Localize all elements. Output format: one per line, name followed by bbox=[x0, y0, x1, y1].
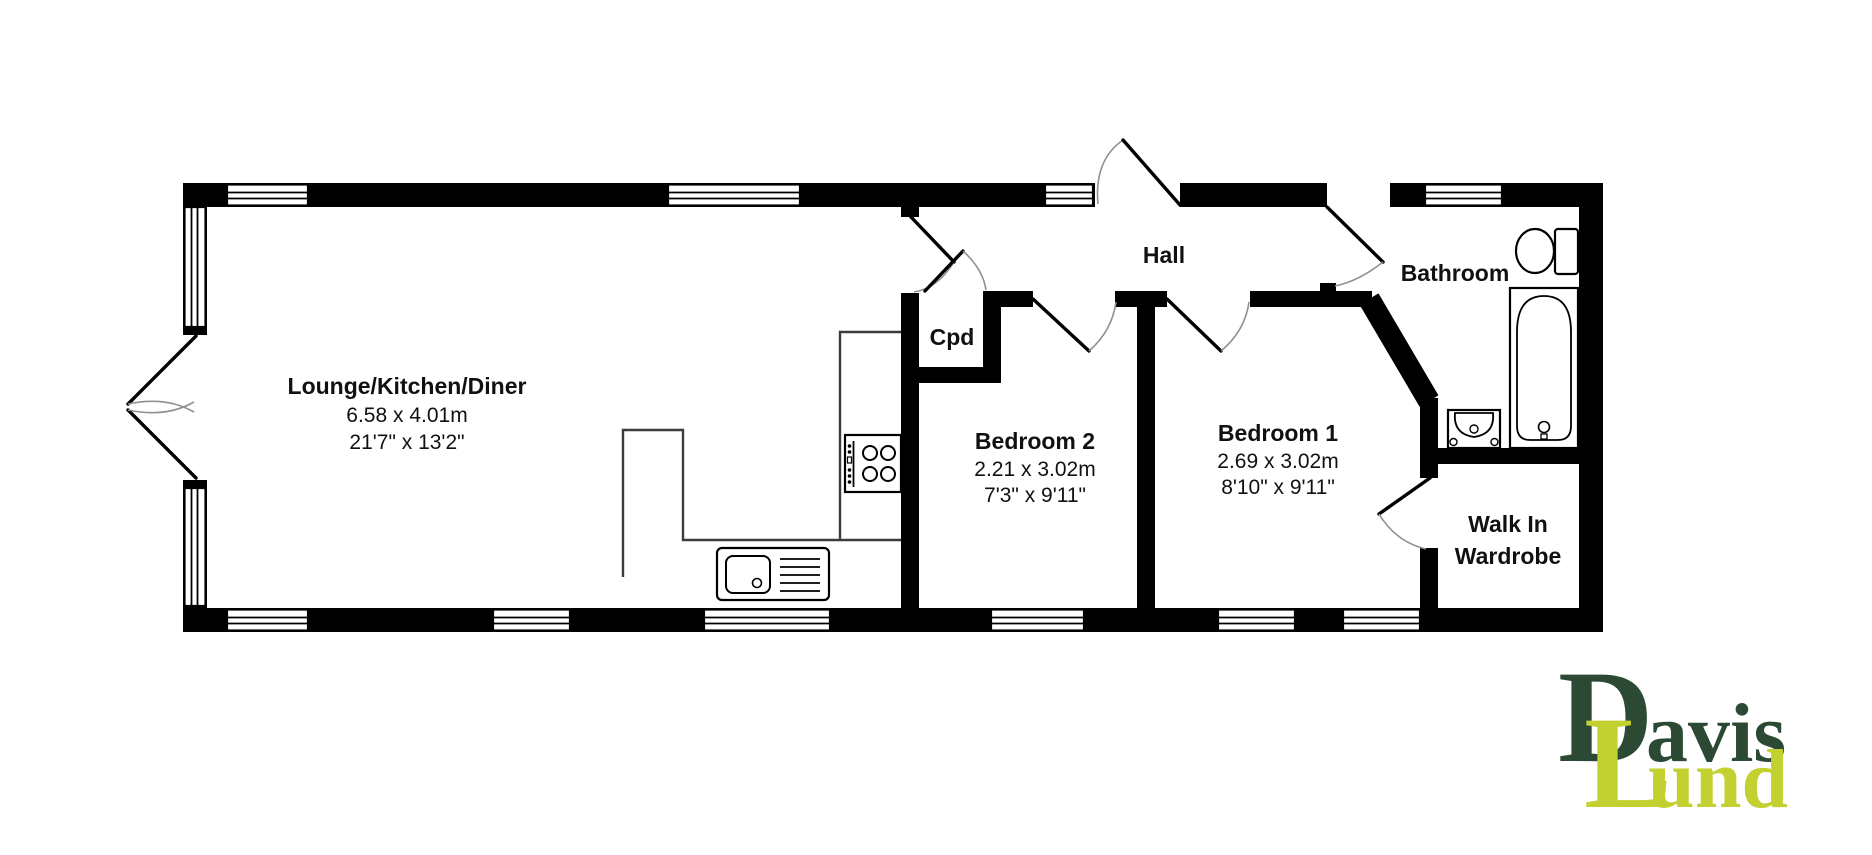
bedroom1-door bbox=[1165, 297, 1250, 353]
hob-icon bbox=[843, 433, 903, 494]
kitchen bbox=[621, 330, 903, 602]
bedroom1-metric: 2.69 x 3.02m bbox=[1217, 450, 1338, 473]
washbasin-icon bbox=[1446, 408, 1502, 450]
wall-cpd-bottom bbox=[901, 367, 1001, 383]
window bbox=[666, 183, 802, 207]
wall-right bbox=[1579, 183, 1603, 632]
bedroom2-door bbox=[1031, 297, 1117, 353]
logo-text-und: und bbox=[1648, 733, 1788, 826]
agency-logo: D L avis und bbox=[1558, 643, 1788, 836]
bedroom2-label: Bedroom 2 bbox=[975, 428, 1095, 454]
wardrobe-label-line2: Wardrobe bbox=[1455, 543, 1562, 569]
wall-top-left-segment bbox=[183, 183, 1095, 207]
wall-bedroom-divider bbox=[1137, 291, 1155, 608]
window bbox=[702, 608, 832, 632]
wall-top-mid-segment bbox=[1180, 183, 1327, 207]
window bbox=[225, 183, 310, 207]
bedroom2-imperial: 7'3" x 9'11" bbox=[984, 484, 1086, 507]
window bbox=[1423, 183, 1504, 207]
wall-wardrobe-west-lower bbox=[1420, 548, 1438, 608]
wall-notch bbox=[1320, 283, 1336, 291]
window-cap bbox=[183, 327, 207, 335]
lounge-label: Lounge/Kitchen/Diner bbox=[288, 373, 527, 399]
wall-diagonal-bathroom bbox=[1359, 293, 1439, 407]
wall-lounge-hall-stub bbox=[901, 207, 919, 217]
top-windows bbox=[225, 183, 1504, 207]
bedroom1-imperial: 8'10" x 9'11" bbox=[1221, 476, 1335, 499]
left-wall-openings bbox=[183, 205, 207, 608]
counter-outline bbox=[621, 330, 901, 577]
front-door bbox=[1096, 138, 1182, 207]
cpd-label: Cpd bbox=[930, 324, 975, 350]
window bbox=[183, 205, 207, 329]
french-door-opening bbox=[183, 335, 207, 480]
bathroom-label: Bathroom bbox=[1401, 260, 1510, 286]
wall-cpd-right bbox=[983, 293, 1001, 383]
wardrobe-label-line1: Walk In bbox=[1468, 511, 1548, 537]
window bbox=[225, 608, 310, 632]
lounge-imperial: 21'7" x 13'2" bbox=[349, 431, 464, 454]
wall-hall-south-seg1 bbox=[983, 291, 1033, 307]
doors bbox=[126, 138, 1432, 550]
bathroom-fixtures bbox=[1446, 227, 1580, 450]
cpd-door bbox=[923, 249, 987, 293]
logo-letter-d: D bbox=[1558, 643, 1653, 790]
window bbox=[491, 608, 572, 632]
wall-hall-south-seg3 bbox=[1250, 291, 1372, 307]
french-doors bbox=[126, 334, 198, 480]
bedroom2-metric: 2.21 x 3.02m bbox=[974, 458, 1095, 481]
logo-text-avis: avis bbox=[1646, 687, 1786, 780]
bottom-windows bbox=[225, 608, 1422, 632]
bathtub-icon bbox=[1508, 286, 1580, 450]
window bbox=[1341, 608, 1422, 632]
room-labels: Lounge/Kitchen/Diner 6.58 x 4.01m 21'7" … bbox=[288, 242, 1562, 569]
kitchen-sink-icon bbox=[715, 546, 831, 602]
hall-label: Hall bbox=[1143, 242, 1185, 268]
logo-letter-l: L bbox=[1584, 689, 1672, 836]
wall-bathroom-wardrobe bbox=[1423, 448, 1579, 464]
window bbox=[183, 486, 207, 608]
interior-walls bbox=[901, 207, 1579, 608]
wardrobe-door bbox=[1377, 476, 1432, 550]
lounge-hall-door bbox=[909, 215, 956, 293]
lounge-metric: 6.58 x 4.01m bbox=[346, 404, 467, 427]
window bbox=[1043, 183, 1095, 207]
window bbox=[989, 608, 1086, 632]
bedroom1-label: Bedroom 1 bbox=[1218, 420, 1338, 446]
wall-wardrobe-west-upper bbox=[1420, 398, 1438, 478]
window-cap bbox=[183, 480, 207, 488]
window bbox=[1216, 608, 1297, 632]
toilet-icon bbox=[1514, 227, 1580, 276]
bathroom-door bbox=[1325, 205, 1385, 287]
wall-lounge-bedroom2 bbox=[901, 293, 919, 608]
